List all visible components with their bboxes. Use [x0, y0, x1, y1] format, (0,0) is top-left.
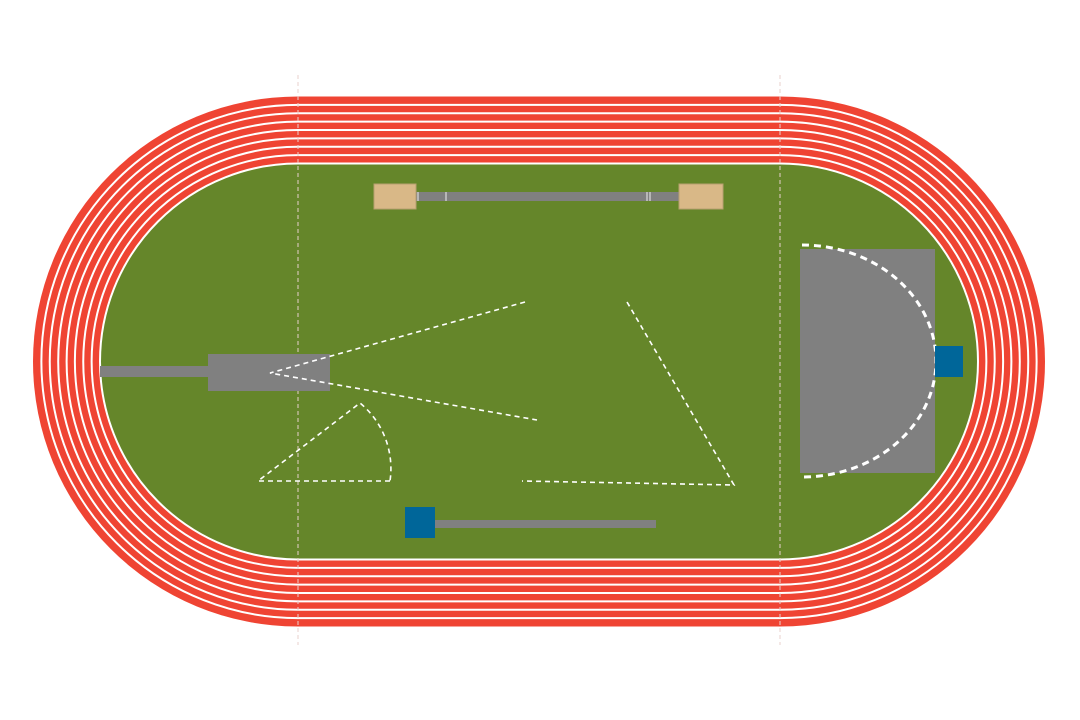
running-track: [32, 96, 1045, 627]
sand-pit-right: [678, 183, 724, 210]
shot-put-sector: [255, 401, 392, 482]
lane-line: [82, 145, 996, 578]
throw-sector: [521, 301, 736, 486]
d-zone-surface: [800, 249, 935, 473]
lane-line: [73, 137, 1005, 586]
right-takeoff-box: [935, 346, 963, 377]
top-runway: [416, 192, 679, 201]
javelin-runway: [100, 366, 208, 377]
bottom-runway: [435, 520, 656, 528]
javelin-sector: [269, 301, 538, 421]
bottom-takeoff-box: [405, 507, 435, 538]
javelin-apron: [208, 354, 330, 391]
lane-line: [40, 103, 1038, 620]
sand-pit-left: [373, 183, 417, 210]
